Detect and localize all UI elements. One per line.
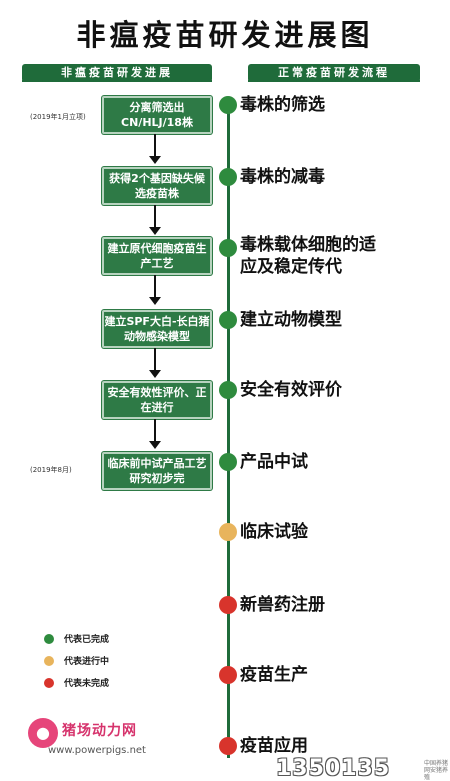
status-dot-completed [219, 168, 237, 186]
status-dot-completed [219, 381, 237, 399]
progress-box-animal-model: 建立SPF大白-长白猪动物感染模型 [102, 310, 212, 348]
legend-label-not-completed: 代表未完成 [64, 679, 110, 689]
standard-process-column-header: 正常疫苗研发流程 [248, 64, 420, 82]
step-label-application: 疫苗应用 [240, 736, 308, 756]
flow-arrow-line [154, 275, 156, 299]
flow-arrow-head [149, 370, 161, 378]
progress-box-cell-process: 建立原代细胞疫苗生产工艺 [102, 237, 212, 275]
flow-arrow-head [149, 227, 161, 235]
brand-name: 猪场动力网 [62, 723, 137, 739]
watermark-subtext: 中国养猪网安猪养殖 [424, 760, 449, 781]
progress-box-safety-evaluation: 安全有效性评价、正在进行 [102, 381, 212, 419]
legend-dot-completed [44, 634, 54, 644]
status-dot-not-completed [219, 596, 237, 614]
step-label-clinical-trial: 临床试验 [240, 522, 308, 542]
status-dot-in-progress [219, 523, 237, 541]
start-date-note: (2019年1月立项) [30, 113, 86, 121]
step-label-cell-adaptation: 毒株载体细胞的适应及稳定传代 [240, 235, 376, 277]
progress-column-header: 非瘟疫苗研发进展 [22, 64, 212, 82]
step-label-pilot-test: 产品中试 [240, 452, 308, 472]
progress-box-gene-deletion: 获得2个基因缺失候选疫苗株 [102, 167, 212, 205]
step-label-safety-efficacy: 安全有效评价 [240, 380, 342, 400]
progress-box-strain-isolation: 分离筛选出CN/HLJ/18株 [102, 96, 212, 134]
legend-dot-in-progress [44, 656, 54, 666]
pilot-date-note: (2019年8月) [30, 466, 72, 474]
flow-arrow-head [149, 441, 161, 449]
step-label-strain-screening: 毒株的筛选 [240, 95, 325, 115]
progress-box-pilot-production: 临床前中试产品工艺研究初步完 [102, 452, 212, 490]
flow-arrow-line [154, 205, 156, 229]
header-divider-right [248, 80, 420, 82]
status-dot-completed [219, 311, 237, 329]
flow-arrow-line [154, 419, 156, 443]
flow-arrow-line [154, 348, 156, 372]
step-label-animal-model: 建立动物模型 [240, 310, 342, 330]
status-dot-completed [219, 453, 237, 471]
brand-url: www.powerpigs.net [48, 745, 146, 756]
flow-arrow-line [154, 134, 156, 158]
flow-arrow-head [149, 297, 161, 305]
timeline-spine [227, 98, 230, 758]
status-dot-not-completed [219, 666, 237, 684]
legend-dot-not-completed [44, 678, 54, 688]
page-title: 非瘟疫苗研发进展图 [76, 18, 374, 52]
legend-label-in-progress: 代表进行中 [64, 657, 110, 667]
status-dot-completed [219, 239, 237, 257]
legend-label-completed: 代表已完成 [64, 635, 110, 645]
watermark: 1350135 [276, 756, 391, 781]
header-divider-left [22, 80, 212, 82]
status-dot-not-completed [219, 737, 237, 755]
pig-logo-icon: ● [28, 718, 58, 748]
step-label-production: 疫苗生产 [240, 665, 308, 685]
flow-arrow-head [149, 156, 161, 164]
status-dot-completed [219, 96, 237, 114]
step-label-attenuation: 毒株的减毒 [240, 167, 325, 187]
step-label-registration: 新兽药注册 [240, 595, 325, 615]
